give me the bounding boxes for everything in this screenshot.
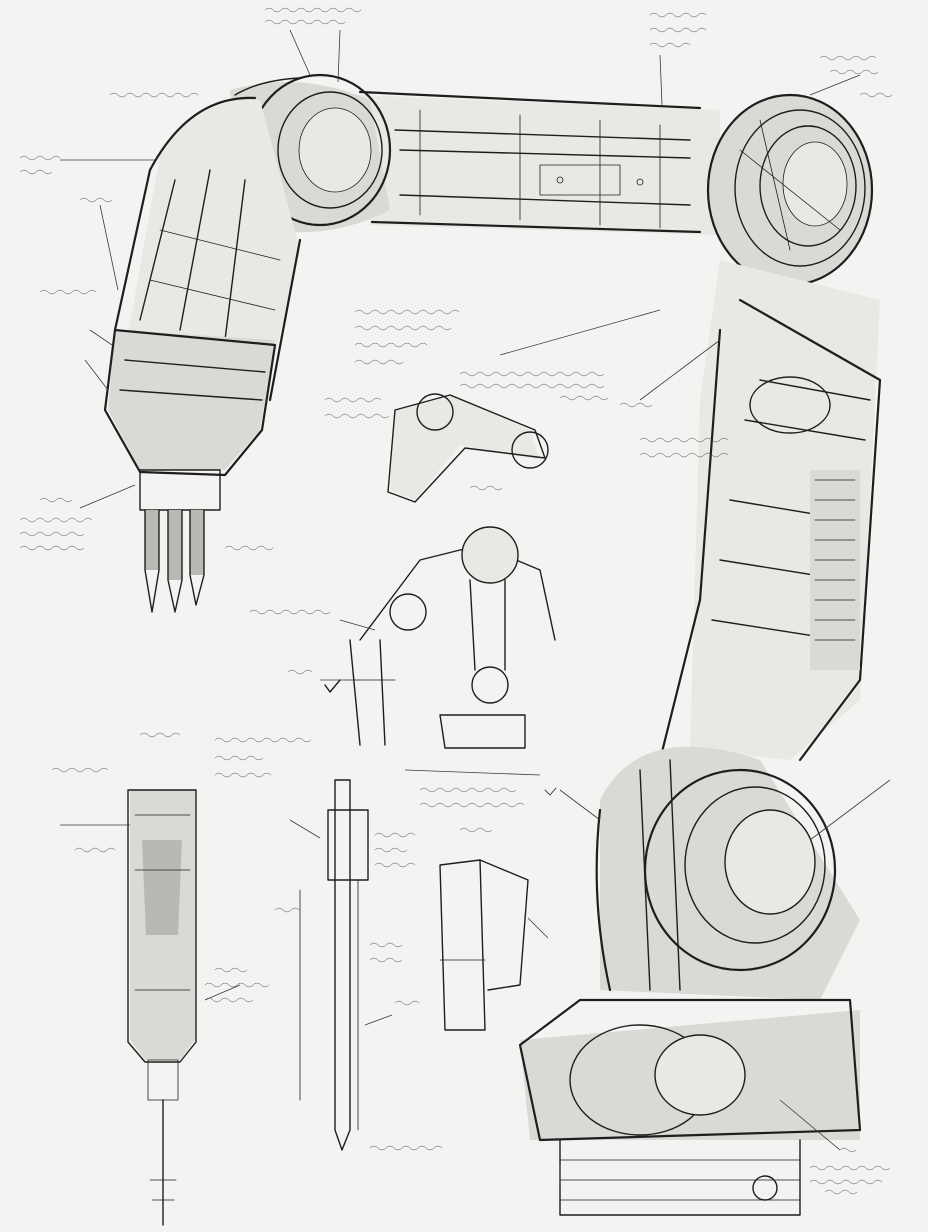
tool-detail-left <box>127 789 197 1226</box>
annotation-leaders <box>60 29 891 1185</box>
scribble-notes <box>19 7 893 1195</box>
main-robot-arm <box>103 73 882 1216</box>
lower-arm <box>658 260 882 762</box>
base-joint <box>595 746 860 1000</box>
base-pedestal <box>518 998 862 1216</box>
small-link-sketch <box>387 393 549 503</box>
tool-detail-middle <box>299 779 369 1151</box>
bracket-detail <box>439 859 529 1031</box>
small-arm-sketch <box>344 526 556 749</box>
shoulder-joint <box>706 93 874 287</box>
check-marks <box>324 679 557 796</box>
end-effector <box>103 328 277 613</box>
upper-boom <box>358 90 720 235</box>
